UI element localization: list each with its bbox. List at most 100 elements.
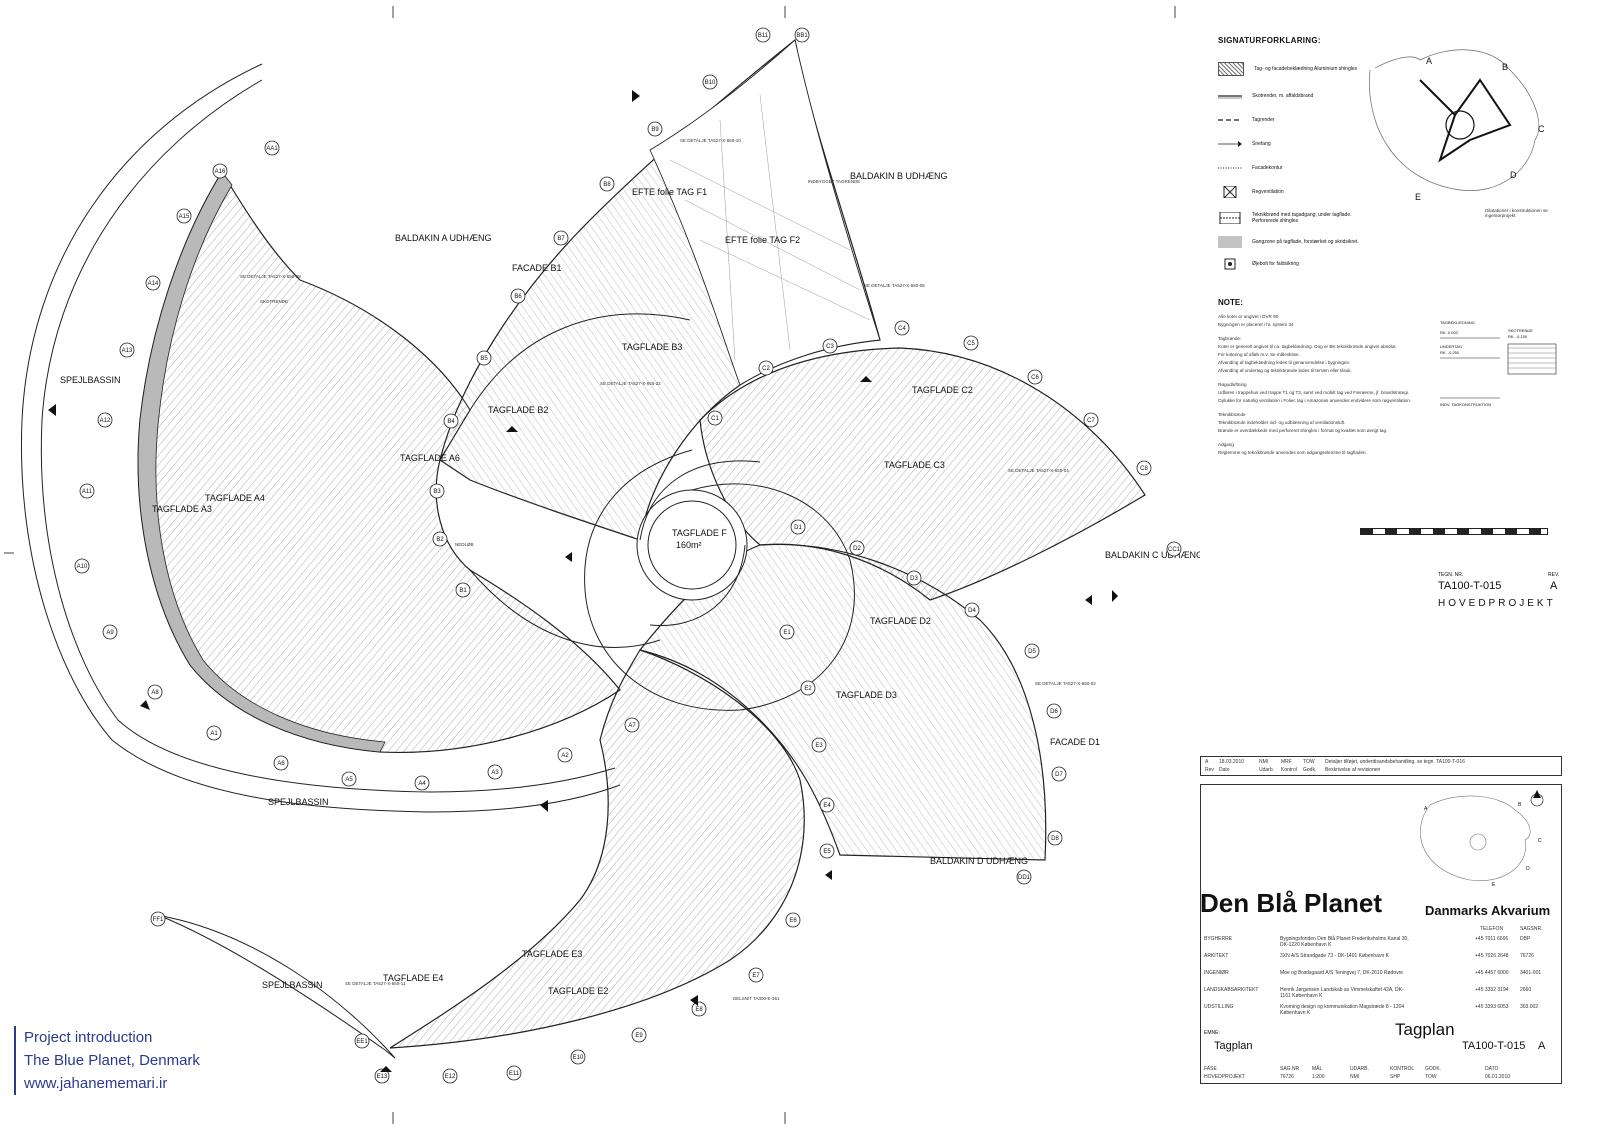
party-role: ARKITEKT	[1204, 953, 1229, 959]
grid-bubble	[1024, 643, 1040, 659]
valley-gutter-icon	[1218, 95, 1242, 99]
section-label: RK. 0.000	[1440, 330, 1459, 335]
grid-bubble	[702, 74, 718, 90]
zone-c3-label: TAGFLADE C3	[884, 460, 945, 470]
eyebolt-icon	[1224, 258, 1236, 270]
zone-e3-label: TAGFLADE E3	[522, 949, 582, 959]
grid-bubble	[102, 624, 118, 640]
detail-note: NEDLØB	[455, 542, 474, 547]
roof-plan-drawing: TAGFLADE A3 TAGFLADE A4 TAGFLADE A6 TAGF…	[4, 6, 1200, 1124]
grid-bubble-label: A12	[100, 418, 111, 424]
zone-a4-label: TAGFLADE A4	[205, 493, 265, 503]
grid-bubble-label: D3	[910, 576, 918, 582]
grid-bubble-label: B3	[433, 489, 441, 495]
grid-bubble-label: D6	[1050, 709, 1058, 715]
note-line: Teknikbrønde	[1218, 412, 1246, 417]
revision-row-by: NMI	[1259, 759, 1269, 765]
grid-bubble	[487, 764, 503, 780]
zone-f-area: 160m²	[676, 540, 702, 550]
grid-bubble	[647, 121, 663, 137]
party-phone: +45 3393 6053	[1475, 1004, 1509, 1010]
grid-bubble	[1027, 369, 1043, 385]
grid-bubble	[1051, 766, 1067, 782]
grid-bubble	[819, 843, 835, 859]
grid-bubble	[849, 540, 865, 556]
grid-bubble	[822, 338, 838, 354]
grid-bubble	[557, 747, 573, 763]
grid-bubble-label: A11	[82, 489, 93, 495]
caption-line-3[interactable]: www.jahanememari.ir	[24, 1075, 168, 1092]
mini-key-letter: C	[1538, 838, 1542, 844]
revision-row-approved: TOW	[1303, 759, 1315, 765]
party-case: 76726	[1520, 953, 1534, 959]
mini-key-letter: E	[1492, 882, 1496, 888]
grid-bubble	[341, 771, 357, 787]
grid-bubble-label: C6	[1031, 375, 1039, 381]
caption-line-2: The Blue Planet, Denmark	[24, 1052, 200, 1069]
grid-bubble-label: E5	[823, 849, 831, 855]
revision-header: Udarb.	[1259, 767, 1275, 773]
party-case: 303.002	[1520, 1004, 1539, 1010]
note-line: Røgudluftning	[1218, 382, 1247, 387]
grid-bubble	[707, 410, 723, 426]
revision-header: Rev	[1205, 767, 1214, 773]
title-block	[1200, 784, 1562, 1084]
sheet-number: TA100-T-015	[1438, 580, 1502, 592]
phase-header: FASE	[1204, 1066, 1217, 1072]
phase-value: NMI	[1350, 1074, 1360, 1080]
revision-row-desc: Detaljer tilføjet, underdisandsbehandlin…	[1325, 759, 1465, 765]
grid-bubbles: A1A2A3A4A5A6A7A8A9A10A11A12A13A14A15A16A…	[74, 27, 1182, 1084]
title-revision: A	[1538, 1040, 1546, 1052]
zone-b3-label: TAGFLADE B3	[622, 342, 682, 352]
grid-bubble	[354, 1033, 370, 1049]
detail-note: INDBYGGET TAGRENDE	[808, 179, 860, 184]
revision-row-control: MRF	[1281, 759, 1292, 765]
grid-bubble	[811, 737, 827, 753]
grid-bubble	[79, 483, 95, 499]
legend-item: Skotrender, m. affaldsbrand	[1218, 90, 1313, 102]
grid-bubble	[779, 624, 795, 640]
dilatation-note: Dilatationer i konstruktionen se ingeniø…	[1485, 208, 1548, 218]
key-plan-letter: D	[1510, 170, 1517, 180]
grid-bubble	[432, 531, 448, 547]
party-name: Henrik Jørgensen Landskab as Vimmelskaft…	[1280, 987, 1404, 999]
grid-bubble-label: FF1	[153, 917, 164, 923]
grid-bubble-label: C2	[762, 366, 770, 372]
grid-bubble-label: E12	[445, 1074, 456, 1080]
section-label: RK. -0.250	[1440, 350, 1460, 355]
detail-note: DELSNIT TA300-E-361	[733, 996, 780, 1001]
grid-bubble-label: D4	[968, 608, 976, 614]
zone-a3-label: TAGFLADE A3	[152, 504, 212, 514]
grid-bubble-label: D1	[794, 525, 802, 531]
sheet-info-panel: SIGNATURFORKLARING: Tag- og facadebeklæd…	[1200, 0, 1600, 1130]
grid-bubble	[1083, 412, 1099, 428]
phase-header: GODK.	[1425, 1066, 1442, 1072]
grid-bubble-label: C7	[1087, 418, 1095, 424]
subject-value: Tagplan	[1214, 1040, 1253, 1052]
detail-note: SE DETALJE TA527-X-650-05	[864, 283, 925, 288]
drawing-stamp: Tagplan	[1395, 1020, 1455, 1039]
note-title: NOTE:	[1218, 298, 1243, 307]
grid-bubble-label: BB1	[796, 33, 808, 39]
note-line: For kotering af afløb m.v. Se måleskitse…	[1218, 352, 1300, 357]
grid-bubble	[443, 413, 459, 429]
walkway-zone-icon	[1218, 236, 1242, 248]
note-line: Teknikbrønde indeholder ind- og udblæsni…	[1218, 420, 1346, 425]
grid-bubble-label: A2	[561, 753, 569, 759]
key-plan-letter: B	[1502, 62, 1508, 72]
revision-header: Dato	[1219, 767, 1230, 773]
grid-bubble	[624, 717, 640, 733]
grid-bubble	[97, 412, 113, 428]
grid-bubble-label: DD1	[1018, 875, 1031, 881]
grid-bubble-label: A4	[418, 781, 426, 787]
grid-bubble-label: C4	[898, 326, 906, 332]
gutter-icon	[1218, 119, 1242, 121]
case-column-header: SAGSNR.	[1520, 926, 1543, 932]
zone-d3-label: TAGFLADE D3	[836, 690, 897, 700]
party-phone: +45 7011 6666	[1475, 936, 1509, 942]
legend-title: SIGNATURFORKLARING:	[1218, 36, 1321, 45]
legend-item-label: Skotrender, m. affaldsbrand	[1252, 93, 1314, 99]
grid-bubble	[553, 230, 569, 246]
grid-bubble	[758, 360, 774, 376]
grid-bubble-label: B7	[557, 236, 565, 242]
